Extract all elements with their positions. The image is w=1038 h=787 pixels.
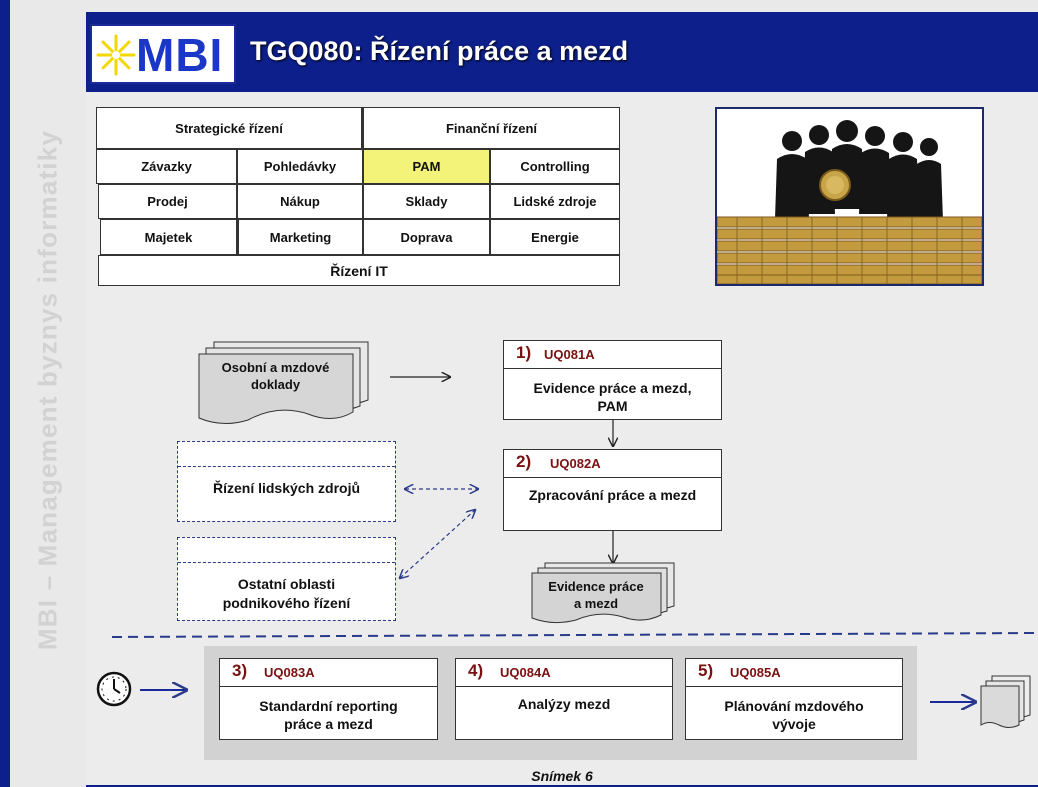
box-code: UQ084A bbox=[500, 665, 551, 680]
clock-icon bbox=[96, 671, 132, 707]
grid-cell: Nákup bbox=[237, 184, 363, 219]
grid-cell: Závazky bbox=[96, 149, 237, 184]
grid-cell-pam-highlighted: PAM bbox=[363, 149, 490, 184]
slide-number: Snímek 6 bbox=[531, 768, 593, 784]
grid-cell: Majetek bbox=[100, 219, 237, 255]
box-title: Analýzy mezd bbox=[517, 696, 611, 712]
grid-cell: Energie bbox=[490, 219, 620, 255]
box-title: Plánování mzdového vývoje bbox=[724, 698, 864, 732]
box-code: UQ081A bbox=[544, 347, 595, 362]
grid-it: Řízení IT bbox=[98, 255, 620, 286]
other-areas-label: Ostatní oblasti podnikového řízení bbox=[222, 576, 351, 611]
hr-management-label: Řízení lidských zdrojů bbox=[212, 480, 361, 496]
box-number: 4) bbox=[468, 661, 484, 680]
grid-cell: Doprava bbox=[363, 219, 490, 255]
process-box-uq085a: 5) UQ085A Plánování mzdového vývoje bbox=[685, 658, 903, 740]
box-code: UQ083A bbox=[264, 665, 315, 680]
input-documents: Osobní a mzdové doklady bbox=[198, 340, 373, 425]
output-documents-label: Evidence práce a mezd bbox=[548, 579, 644, 611]
logo-text: MBI bbox=[136, 29, 224, 81]
box-code: UQ082A bbox=[550, 456, 601, 471]
grid-financial: Finanční řízení bbox=[362, 107, 620, 149]
grid-cell: Marketing bbox=[237, 219, 363, 255]
sidebar-edge bbox=[0, 0, 10, 787]
box-number: 1) bbox=[516, 343, 532, 362]
slide-header bbox=[86, 12, 1038, 92]
output-documents: Evidence práce a mezd bbox=[531, 562, 676, 624]
mbi-logo: MBI bbox=[90, 24, 236, 84]
box-number: 2) bbox=[516, 452, 532, 471]
grid-cell: Lidské zdroje bbox=[490, 184, 620, 219]
box-number: 3) bbox=[232, 661, 248, 680]
process-box-uq083a: 3) UQ083A Standardní reporting práce a m… bbox=[219, 658, 438, 740]
box-title: Standardní reporting práce a mezd bbox=[259, 698, 398, 732]
input-documents-label: Osobní a mzdové doklady bbox=[221, 360, 330, 392]
box-title: Evidence práce a mezd, PAM bbox=[533, 380, 692, 414]
business-people-coins-photo bbox=[715, 107, 984, 286]
sidebar-band bbox=[0, 0, 86, 787]
box-title: Zpracování práce a mezd bbox=[528, 487, 697, 503]
other-areas-box: Ostatní oblasti podnikového řízení bbox=[177, 537, 396, 621]
grid-cell: Prodej bbox=[98, 184, 237, 219]
bottom-edge bbox=[86, 785, 1038, 787]
box-number: 5) bbox=[698, 661, 714, 680]
grid-cell: Controlling bbox=[490, 149, 620, 184]
hr-management-box: Řízení lidských zdrojů bbox=[177, 441, 396, 522]
process-box-uq084a: 4) UQ084A Analýzy mezd bbox=[455, 658, 673, 740]
slide-footer: Snímek 6 bbox=[86, 762, 1038, 787]
box-code: UQ085A bbox=[730, 665, 781, 680]
process-box-uq082a: 2) UQ082A Zpracování práce a mezd bbox=[503, 449, 722, 531]
arrow-other-bidirectional bbox=[400, 510, 475, 578]
slide-title: TGQ080: Řízení práce a mezd bbox=[250, 36, 629, 66]
process-box-uq081a: 1) UQ081A Evidence práce a mezd, PAM bbox=[503, 340, 722, 420]
sun-icon bbox=[96, 34, 136, 76]
grid-cell: Pohledávky bbox=[237, 149, 363, 184]
documents-icon bbox=[980, 675, 1032, 729]
section-divider bbox=[111, 632, 1038, 638]
grid-cell: Sklady bbox=[363, 184, 490, 219]
grid-strategic: Strategické řízení bbox=[96, 107, 362, 149]
